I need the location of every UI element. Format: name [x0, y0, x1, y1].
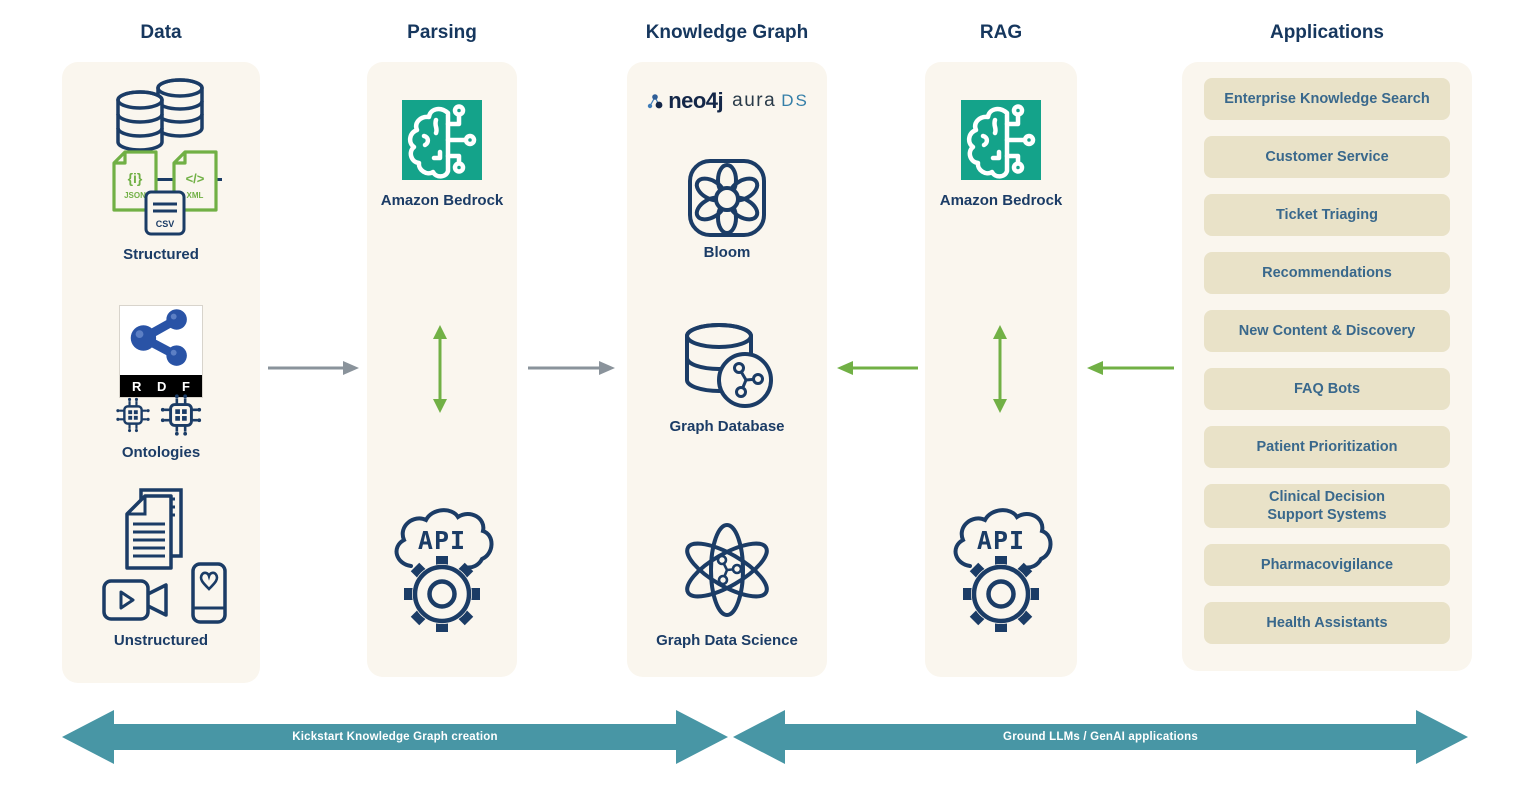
json-glyph: {i} [128, 170, 143, 186]
column-header-rag: RAG [979, 22, 1023, 43]
rag-column-card: Amazon Bedrock [925, 62, 1077, 677]
application-item: Recommendations [1204, 252, 1450, 294]
column-header-data: Data [140, 22, 182, 43]
kickstart-arrow-banner: Kickstart Knowledge Graph creation [62, 708, 728, 766]
application-item: Health Assistants [1204, 602, 1450, 645]
amazon-bedrock-icon [961, 100, 1041, 180]
ontology-chip-icon [114, 394, 152, 441]
databases-icon [102, 76, 217, 157]
bloom-label: Bloom [703, 244, 751, 261]
rdf-molecule-icon [130, 309, 187, 366]
csv-label: CSV [156, 219, 175, 229]
rdf-logo: R D F [119, 305, 203, 398]
application-item: Patient Prioritization [1204, 426, 1450, 468]
column-header-applications: Applications [1269, 22, 1384, 43]
application-item: Customer Service [1204, 136, 1450, 178]
application-item: Ticket Triaging [1204, 194, 1450, 236]
bidirectional-arrow-icon [992, 324, 1008, 419]
graph-database-icon [679, 320, 775, 417]
bidirectional-arrow-icon [432, 324, 448, 419]
graph-data-science-icon [684, 514, 770, 631]
amazon-bedrock-icon [402, 100, 482, 180]
documents-icon [117, 486, 191, 579]
arrow-rag-to-kg [836, 360, 920, 381]
csv-file-icon: CSV [144, 190, 186, 241]
ds-wordmark: DS [781, 91, 809, 110]
arrow-data-to-parsing [266, 360, 360, 381]
column-header-parsing: Parsing [407, 22, 477, 43]
xml-glyph: </> [186, 171, 205, 186]
json-label: JSON [124, 191, 146, 200]
api-icon [387, 502, 497, 641]
neo4j-aurads-logo: neo4j aura DS [627, 88, 827, 114]
amazon-bedrock-label: Amazon Bedrock [939, 192, 1063, 209]
xml-label: XML [187, 191, 204, 200]
neo4j-wordmark: neo4j [668, 88, 724, 113]
video-icon [102, 574, 170, 631]
parsing-column-card: Amazon Bedrock [367, 62, 517, 677]
application-item: New Content & Discovery [1204, 310, 1450, 352]
aura-wordmark: aura [732, 90, 777, 111]
application-item: Clinical Decision Support Systems [1204, 484, 1450, 529]
ontology-chip-icon [158, 390, 204, 445]
data-column-card: {i} JSON </> XML CSV Structured [62, 62, 260, 683]
ground-llms-arrow-banner: Ground LLMs / GenAI applications [733, 708, 1468, 766]
structured-label: Structured [123, 246, 199, 263]
ontologies-label: Ontologies [121, 444, 201, 461]
bloom-icon [687, 158, 767, 243]
kickstart-arrow-label: Kickstart Knowledge Graph creation [292, 731, 498, 743]
arrow-parsing-to-kg [526, 360, 616, 381]
graph-database-label: Graph Database [669, 418, 785, 435]
arrow-applications-to-rag [1086, 360, 1176, 381]
application-item: FAQ Bots [1204, 368, 1450, 410]
amazon-bedrock-label: Amazon Bedrock [380, 192, 504, 209]
rdf-label: R D F [120, 375, 202, 397]
knowledge-graph-column-card: neo4j aura DS Bloom [627, 62, 827, 677]
api-icon [946, 502, 1056, 641]
file-connector-line [116, 178, 222, 181]
phone-icon [190, 562, 228, 631]
graph-data-science-label: Graph Data Science [656, 632, 798, 649]
column-header-knowledge-graph: Knowledge Graph [645, 22, 809, 43]
application-item: Enterprise Knowledge Search [1204, 78, 1450, 120]
application-item: Pharmacovigilance [1204, 544, 1450, 587]
ground-llms-arrow-label: Ground LLMs / GenAI applications [1003, 731, 1198, 743]
unstructured-label: Unstructured [113, 632, 209, 649]
neo4j-graph-icon [647, 94, 663, 109]
